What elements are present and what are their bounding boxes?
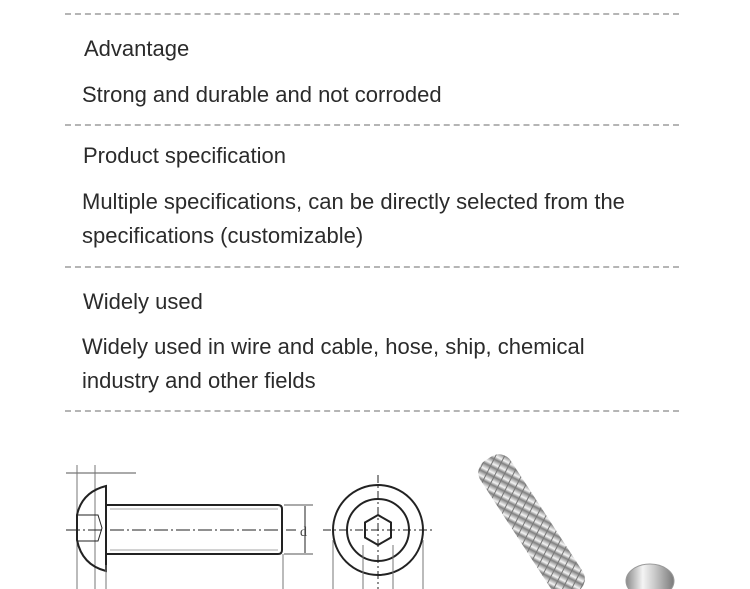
divider-1	[65, 124, 679, 126]
dimension-d-label: d	[300, 525, 307, 540]
product-figure: d	[0, 440, 750, 589]
divider-top	[65, 13, 679, 15]
screw-technical-drawing: d	[66, 465, 433, 589]
divider-3	[65, 410, 679, 412]
section-usage-title: Widely used	[83, 289, 203, 314]
section-specification-title: Product specification	[83, 143, 286, 168]
section-usage-description: Widely used in wire and cable, hose, shi…	[82, 334, 585, 393]
section-specification-description: Multiple specifications, can be directly…	[82, 189, 625, 248]
divider-2	[65, 266, 679, 268]
screw-photo	[478, 454, 675, 589]
section-advantage-description: Strong and durable and not corroded	[82, 82, 442, 107]
section-advantage-title: Advantage	[84, 36, 190, 61]
